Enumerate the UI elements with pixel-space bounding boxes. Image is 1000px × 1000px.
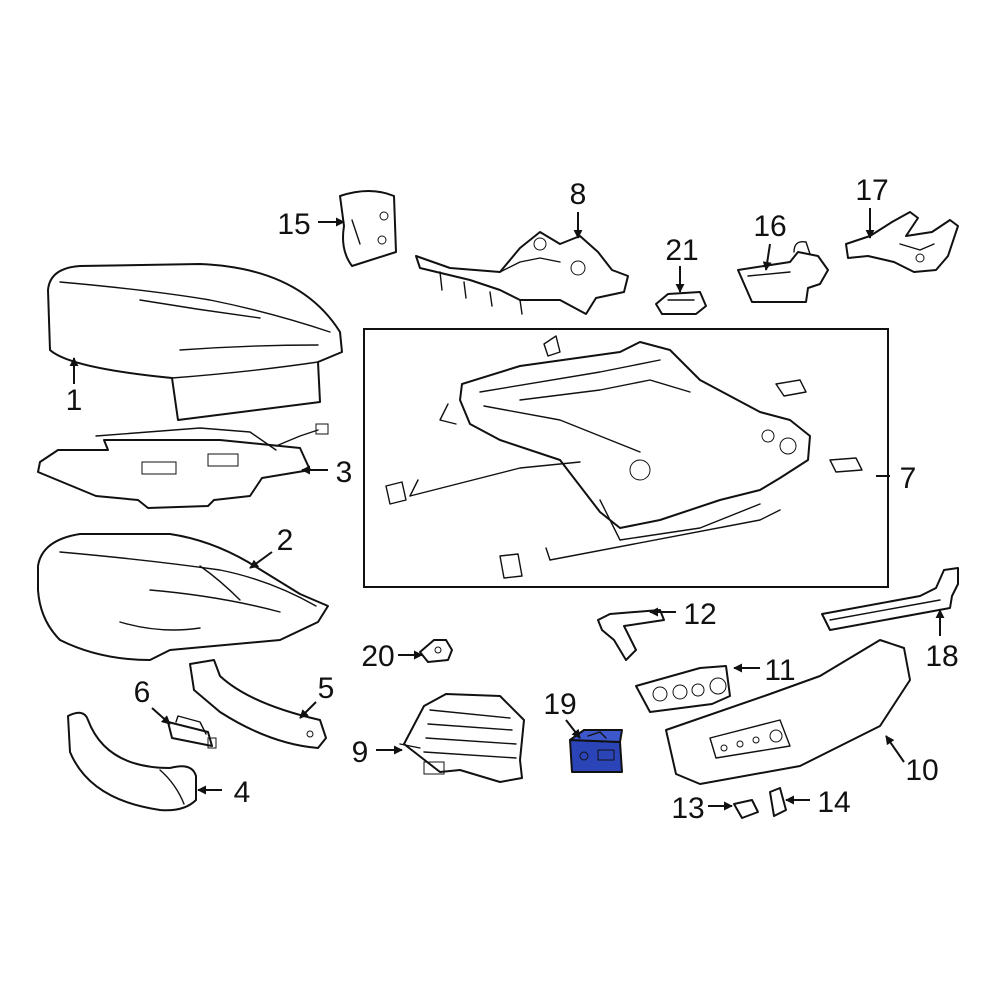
callout-16: 16 bbox=[753, 210, 786, 243]
callout-13: 13 bbox=[671, 792, 704, 825]
part-8-recliner-mechanism[interactable] bbox=[415, 231, 629, 315]
callout-7: 7 bbox=[900, 462, 917, 495]
part-9-motor-unit[interactable] bbox=[399, 693, 525, 783]
callout-labels: 1 2 3 4 5 6 7 8 9 10 11 12 13 14 15 16 1… bbox=[66, 174, 959, 825]
callout-15: 15 bbox=[277, 208, 310, 241]
part-13-knob[interactable] bbox=[733, 799, 759, 819]
part-15-cover[interactable] bbox=[339, 190, 397, 267]
part-7-seat-frame[interactable] bbox=[385, 335, 863, 579]
part-1-cushion-cover[interactable] bbox=[47, 263, 343, 421]
callout-20: 20 bbox=[361, 640, 394, 673]
leader-lines bbox=[69, 208, 945, 811]
callout-17: 17 bbox=[855, 174, 888, 207]
callout-14: 14 bbox=[817, 786, 850, 819]
callout-1: 1 bbox=[66, 384, 83, 417]
part-14-knob[interactable] bbox=[769, 787, 787, 817]
callout-3: 3 bbox=[336, 456, 353, 489]
part-21-clip[interactable] bbox=[655, 291, 707, 315]
part-12-cable[interactable] bbox=[597, 609, 665, 661]
part-20-clip[interactable] bbox=[419, 639, 453, 663]
callout-2: 2 bbox=[277, 524, 294, 557]
part-16-bracket[interactable] bbox=[737, 241, 829, 303]
part-3-heater-pad[interactable] bbox=[37, 423, 329, 509]
callout-6: 6 bbox=[134, 676, 151, 709]
part-10-side-shield[interactable] bbox=[665, 639, 911, 785]
part-2-cushion-pad[interactable] bbox=[37, 533, 329, 661]
callout-18: 18 bbox=[925, 640, 958, 673]
callout-9: 9 bbox=[352, 736, 369, 769]
callout-21: 21 bbox=[665, 234, 698, 267]
callout-8: 8 bbox=[570, 178, 587, 211]
callout-10: 10 bbox=[905, 754, 938, 787]
part-7-group-frame bbox=[363, 328, 889, 588]
callout-5: 5 bbox=[318, 672, 335, 705]
part-17-hinge[interactable] bbox=[845, 211, 959, 273]
callout-12: 12 bbox=[683, 598, 716, 631]
callout-19: 19 bbox=[543, 688, 576, 721]
callout-11: 11 bbox=[764, 654, 795, 687]
part-5-front-trim[interactable] bbox=[189, 659, 327, 749]
part-4-side-trim[interactable] bbox=[67, 711, 197, 812]
part-18-rail-cover[interactable] bbox=[821, 567, 959, 631]
part-6-switch[interactable] bbox=[167, 715, 217, 749]
part-11-switch-panel[interactable] bbox=[635, 665, 731, 713]
callout-4: 4 bbox=[234, 776, 251, 809]
